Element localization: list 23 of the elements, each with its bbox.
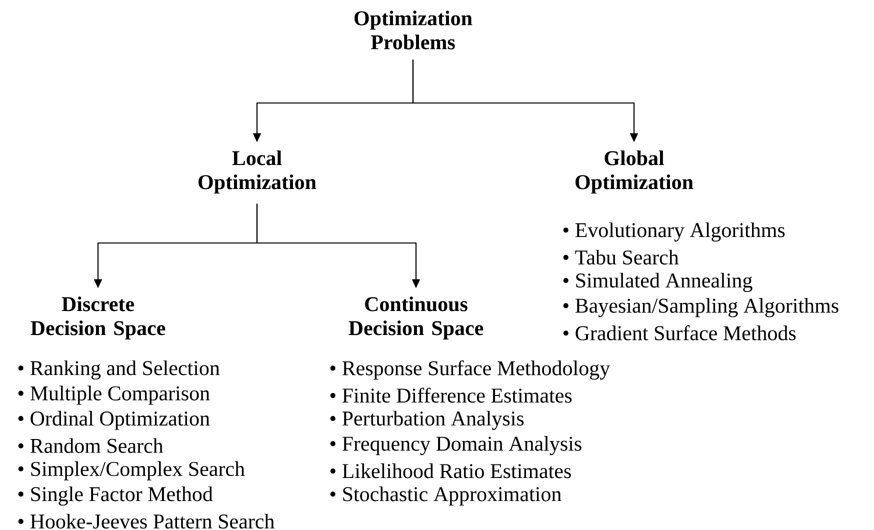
list-item: • Multiple Comparison <box>18 386 210 405</box>
list-item: • Simulated Annealing <box>563 272 752 292</box>
list-item: • Likelihood Ratio Estimates <box>330 463 571 478</box>
list-item: • Response Surface Methodology <box>330 360 610 380</box>
list-item: • Random Search <box>18 438 164 453</box>
list-item: • Tabu Search <box>563 250 679 265</box>
list-item: • Simplex/Complex Search <box>18 461 245 480</box>
list-item: • Finite Difference Estimates <box>330 388 572 403</box>
heading: Continuous Decision Space <box>348 296 484 340</box>
list-item: • Gradient Surface Methods <box>563 325 796 340</box>
list-item: • Perturbation Analysis <box>330 410 524 430</box>
heading: Discrete Decision Space <box>30 296 166 340</box>
list-item: • Evolutionary Algorithms <box>563 222 785 242</box>
heading: Global Optimization <box>576 150 694 194</box>
list-item: • Ordinal Optimization <box>18 410 210 430</box>
heading: Local Optimization <box>198 150 316 194</box>
list-item: • Bayesian/Sampling Algorithms <box>563 298 838 318</box>
heading: Optimization Problems <box>354 10 472 50</box>
list-item: • Frequency Domain Analysis <box>330 436 582 456</box>
list-item: • Single Factor Method <box>18 486 213 506</box>
list-item: • Ranking and Selection <box>18 360 220 380</box>
list-item: • Hooke-Jeeves Pattern Search <box>18 514 274 529</box>
list-item: • Stochastic Approximation <box>330 486 562 506</box>
